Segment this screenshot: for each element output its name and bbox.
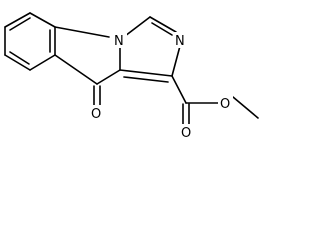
bond-o-methyl <box>232 96 259 119</box>
bond-c1-c9a-double <box>123 76 169 83</box>
atom-o-ester-carbonyl: O <box>181 126 191 141</box>
bond-benzene-3 <box>4 54 31 71</box>
bond-ch-n-double <box>151 22 173 36</box>
bond-c1-c9a <box>119 69 173 77</box>
bond-n-ch <box>124 16 151 37</box>
ester-group <box>171 75 259 125</box>
atom-n-bridge: N <box>114 34 124 49</box>
bond-c4b-c9 <box>54 54 98 85</box>
bond-c1-ester-carbon <box>171 75 187 104</box>
bond-benzene-1 <box>4 12 31 28</box>
cyclopentanone-ring <box>54 26 121 85</box>
bond-benzene-4 <box>29 54 56 71</box>
ketone-group <box>93 85 101 107</box>
chemical-structure: N N O O O <box>4 12 259 141</box>
bond-c9-c9a <box>96 69 121 85</box>
atom-o-ketone: O <box>91 107 101 122</box>
bond-n-c1 <box>171 45 181 77</box>
bond-ch-n <box>149 16 177 33</box>
bond-benzene-6 <box>29 12 56 28</box>
atom-labels: N N O O O <box>89 32 233 141</box>
atom-o-ester-ether: O <box>220 97 230 112</box>
benzene-ring <box>4 12 56 71</box>
bond-benzene-double-1 <box>9 17 31 31</box>
atom-n-imidazole: N <box>175 34 185 49</box>
bond-c9a-n <box>54 26 110 38</box>
imidazole-ring <box>119 16 181 83</box>
bond-benzene-double-2 <box>9 51 30 65</box>
